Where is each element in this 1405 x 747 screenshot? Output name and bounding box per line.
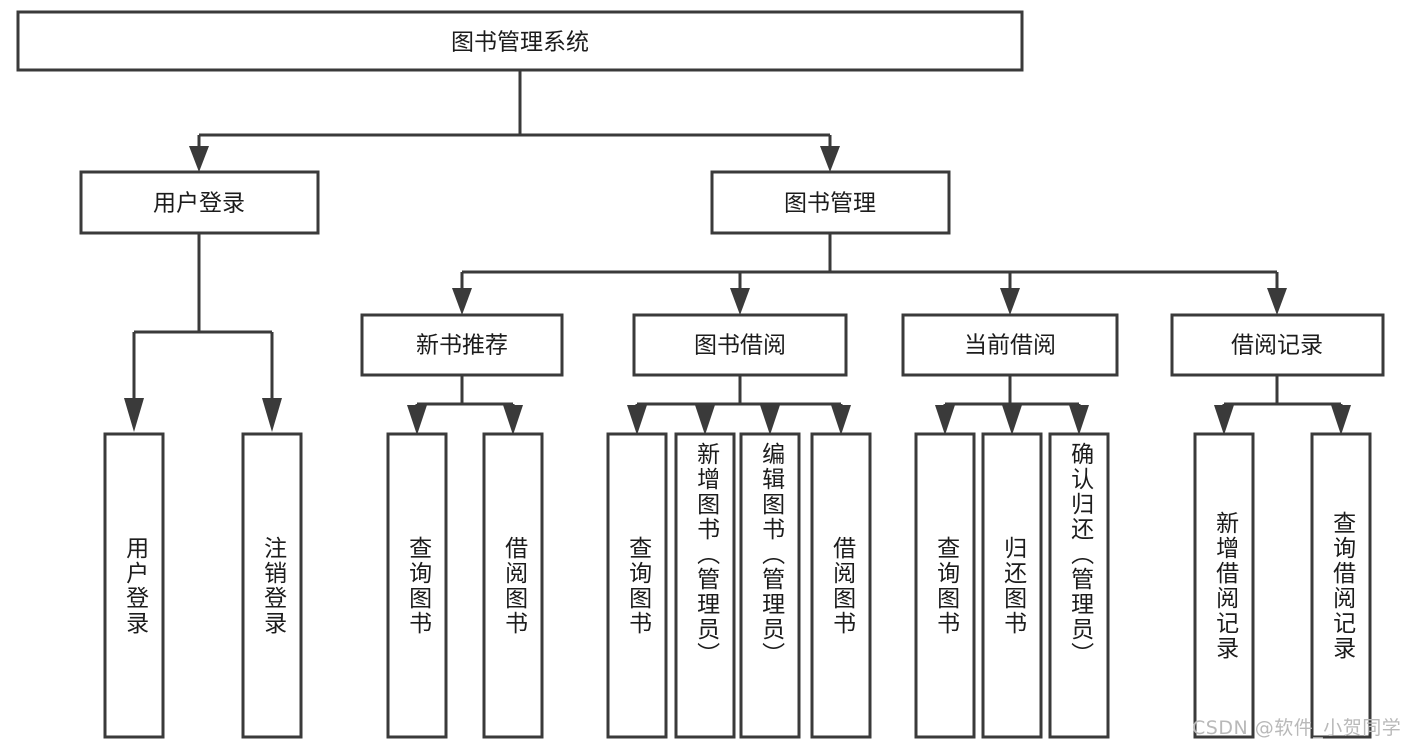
arrow-bb-leaf3 xyxy=(760,405,780,435)
leaf-label-wrap-borrow-book-nb: 借阅图书 xyxy=(484,434,542,737)
node-book-borrow[interactable] xyxy=(632,313,848,377)
node-leaf-logout[interactable] xyxy=(241,432,303,739)
node-leaf-add-borrow-record[interactable] xyxy=(1193,432,1255,739)
leaf-label-wrap-logout: 注销登录 xyxy=(243,434,301,737)
node-leaf-borrow-book-bb[interactable] xyxy=(810,432,872,739)
node-root-label: 图书管理系统 xyxy=(451,30,589,56)
leaf-label-wrap-query-book-bb: 查询图书 xyxy=(608,434,666,737)
leaf-label-wrap-add-book-admin: 新增图书（管理员） xyxy=(676,434,734,737)
arrow-br-leaf2 xyxy=(1331,405,1351,435)
leaf-label-wrap-borrow-book-bb: 借阅图书 xyxy=(812,434,870,737)
arrow-root-to-bookmgmt xyxy=(820,146,840,172)
arrow-nb-leaf1 xyxy=(407,405,427,435)
arrow-bb-leaf4 xyxy=(831,405,851,435)
arrow-bm-to-new-book xyxy=(452,288,472,315)
node-current-borrow-label: 当前借阅 xyxy=(964,333,1056,359)
leaf-label-wrap-query-borrow-record: 查询借阅记录 xyxy=(1312,434,1370,737)
connector-group-current-borrow xyxy=(935,375,1089,435)
leaf-label-add-book-admin: 新增图书（管理员） xyxy=(692,442,719,667)
node-leaf-query-book-cb[interactable] xyxy=(914,432,976,739)
node-root-book-management-system[interactable] xyxy=(16,10,1024,72)
arrow-cb-leaf3 xyxy=(1069,405,1089,435)
arrow-bb-leaf2 xyxy=(695,405,715,435)
node-leaf-query-book-nb[interactable] xyxy=(386,432,448,739)
leaf-label-wrap-user-login: 用户登录 xyxy=(105,434,163,737)
arrow-cb-leaf1 xyxy=(935,405,955,435)
leaf-label-wrap-query-book-nb: 查询图书 xyxy=(388,434,446,737)
node-leaf-query-borrow-record[interactable] xyxy=(1310,432,1372,739)
leaf-label-logout: 注销登录 xyxy=(259,535,286,636)
node-new-book-recommend[interactable] xyxy=(360,313,564,377)
node-borrow-record[interactable] xyxy=(1170,313,1385,377)
arrow-login-leaf2 xyxy=(262,398,282,432)
leaf-label-query-borrow-record: 查询借阅记录 xyxy=(1328,510,1355,661)
node-user-login[interactable] xyxy=(79,170,320,235)
arrow-bm-to-record xyxy=(1267,288,1287,315)
node-borrow-record-label: 借阅记录 xyxy=(1231,333,1323,359)
leaf-label-borrow-book-nb: 借阅图书 xyxy=(500,535,527,636)
connector-group-root xyxy=(189,70,840,172)
node-book-management[interactable] xyxy=(710,170,951,235)
leaf-label-wrap-confirm-return-admin: 确认归还（管理员） xyxy=(1050,434,1108,737)
arrow-bm-to-current xyxy=(1000,288,1020,315)
connector-group-new-book xyxy=(407,375,523,435)
node-book-borrow-label: 图书借阅 xyxy=(694,333,786,359)
leaf-label-wrap-edit-book-admin: 编辑图书（管理员） xyxy=(741,434,799,737)
node-leaf-edit-book-admin[interactable] xyxy=(739,432,801,739)
node-leaf-user-login[interactable] xyxy=(103,432,165,739)
leaf-label-add-borrow-record: 新增借阅记录 xyxy=(1211,510,1238,661)
leaf-label-query-book-nb: 查询图书 xyxy=(404,535,431,636)
node-leaf-borrow-book-nb[interactable] xyxy=(482,432,544,739)
leaf-label-wrap-query-book-cb: 查询图书 xyxy=(916,434,974,737)
node-leaf-confirm-return-admin[interactable] xyxy=(1048,432,1110,739)
leaf-label-wrap-return-book: 归还图书 xyxy=(983,434,1041,737)
connector-group-book-mgmt xyxy=(452,233,1287,315)
node-new-book-recommend-label: 新书推荐 xyxy=(416,333,508,359)
leaf-label-query-book-bb: 查询图书 xyxy=(624,535,651,636)
leaf-label-query-book-cb: 查询图书 xyxy=(932,535,959,636)
node-leaf-query-book-bb[interactable] xyxy=(606,432,668,739)
leaf-label-return-book: 归还图书 xyxy=(999,535,1026,636)
node-leaf-add-book-admin[interactable] xyxy=(674,432,736,739)
node-user-login-label: 用户登录 xyxy=(153,191,245,217)
leaf-label-borrow-book-bb: 借阅图书 xyxy=(828,535,855,636)
leaf-label-user-login: 用户登录 xyxy=(121,535,148,636)
node-book-management-label: 图书管理 xyxy=(784,191,876,217)
arrow-root-to-login xyxy=(189,146,209,172)
connector-group-borrow-record xyxy=(1214,375,1351,435)
watermark-text: CSDN @软件_小贺同学 xyxy=(1192,717,1402,739)
arrow-nb-leaf2 xyxy=(503,405,523,435)
connector-group-user-login xyxy=(124,233,282,432)
arrow-login-leaf1 xyxy=(124,398,144,432)
arrow-br-leaf1 xyxy=(1214,405,1234,435)
arrow-bb-leaf1 xyxy=(627,405,647,435)
arrow-bm-to-borrow xyxy=(730,288,750,315)
leaf-label-confirm-return-admin: 确认归还（管理员） xyxy=(1066,442,1093,667)
connector-group-book-borrow xyxy=(627,375,851,435)
arrow-cb-leaf2 xyxy=(1002,405,1022,435)
node-leaf-return-book[interactable] xyxy=(981,432,1043,739)
leaf-label-edit-book-admin: 编辑图书（管理员） xyxy=(757,442,784,667)
leaf-label-wrap-add-borrow-record: 新增借阅记录 xyxy=(1195,434,1253,737)
node-current-borrow[interactable] xyxy=(901,313,1119,377)
